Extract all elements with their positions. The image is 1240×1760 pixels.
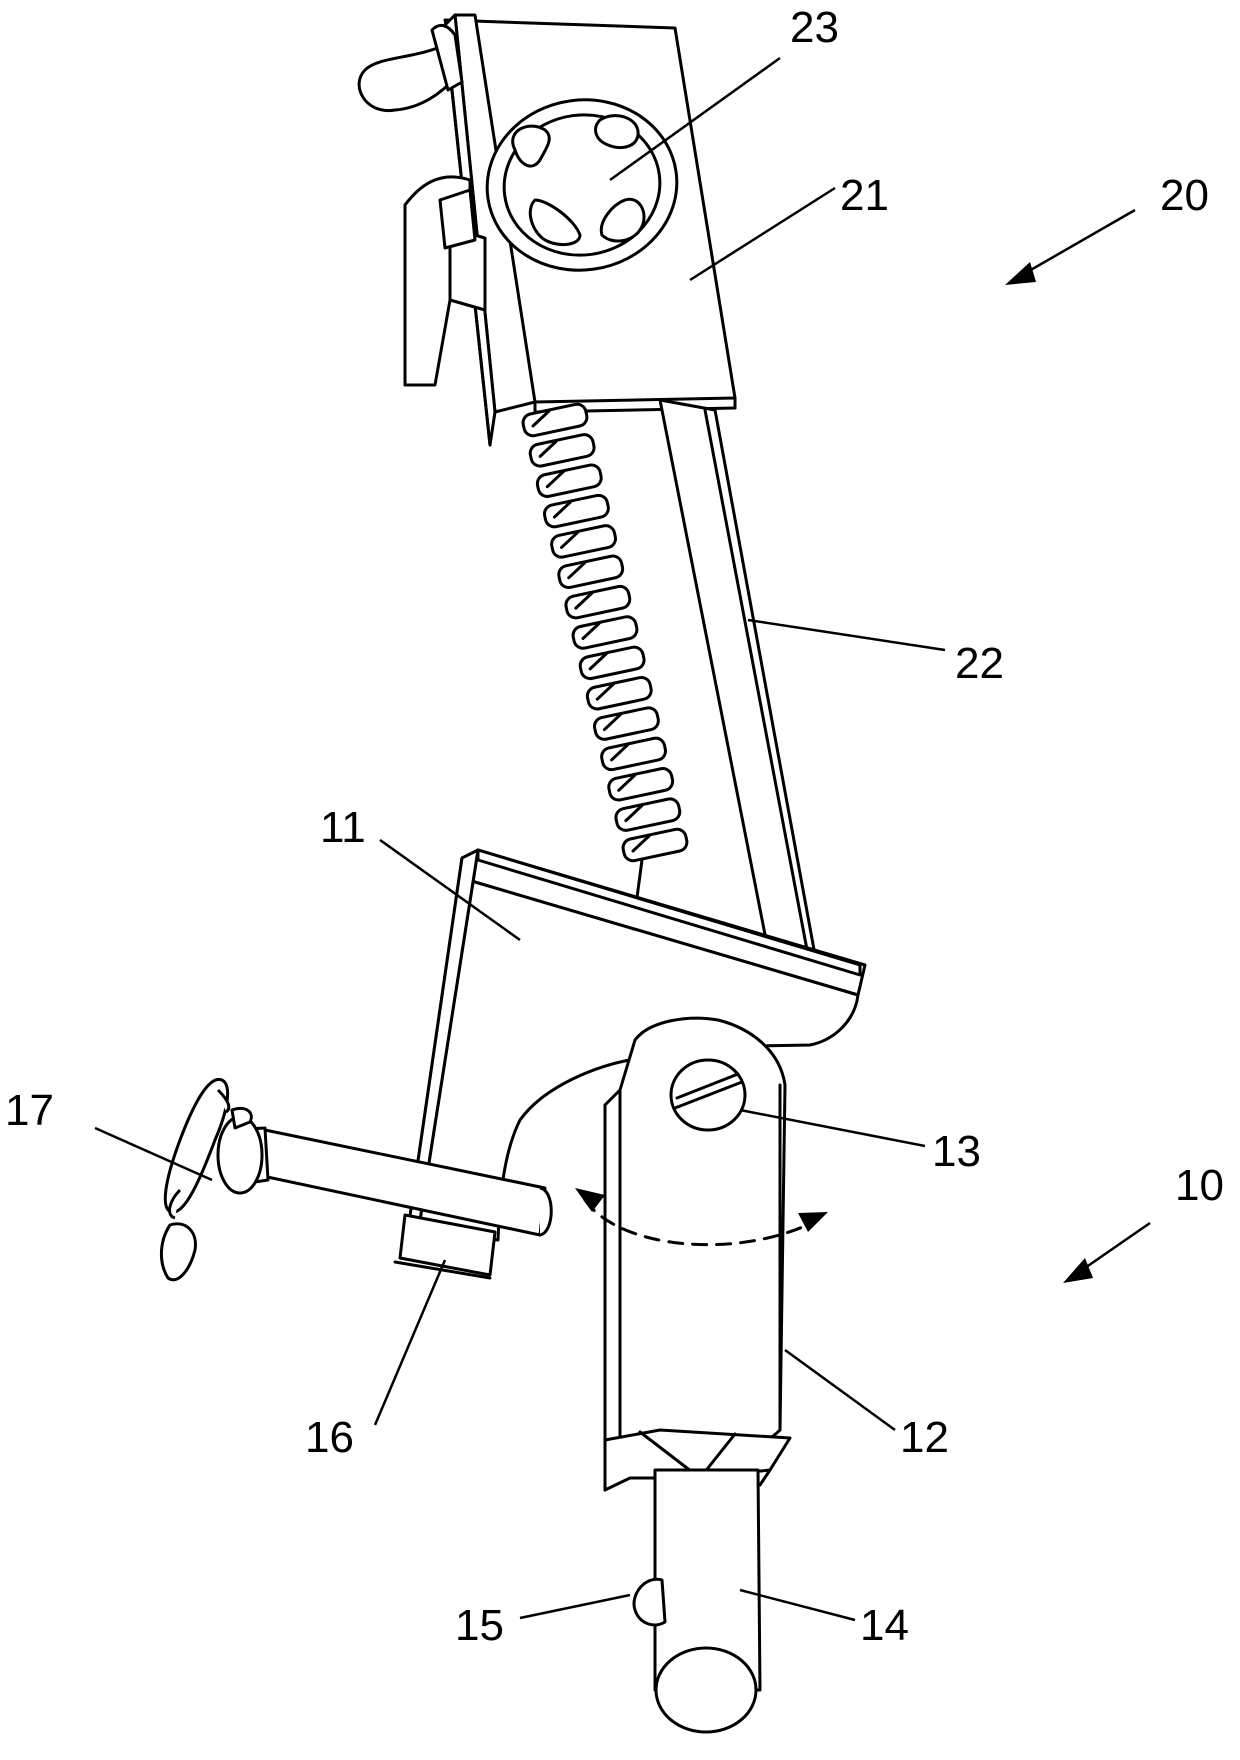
spring-coil — [543, 494, 610, 529]
label-10: 10 — [1175, 1161, 1224, 1210]
pivot-screw-13 — [671, 1060, 745, 1130]
label-12: 12 — [900, 1413, 949, 1462]
arrow-10 — [1063, 1223, 1150, 1283]
spring-coil — [557, 554, 624, 589]
spring-coil — [600, 737, 667, 772]
label-21: 21 — [840, 171, 889, 220]
spring-coil — [607, 767, 674, 802]
label-11: 11 — [320, 803, 366, 852]
spring-coil — [621, 828, 688, 863]
label-23: 23 — [790, 3, 839, 52]
spring-coil — [586, 676, 653, 711]
spring-coil — [571, 615, 638, 650]
label-14: 14 — [860, 1601, 909, 1650]
label-15: 15 — [455, 1601, 504, 1650]
rod-14 — [634, 1470, 760, 1732]
spring — [521, 403, 688, 863]
label-16: 16 — [305, 1413, 354, 1462]
spring-coil — [579, 645, 646, 680]
spring-coil — [529, 433, 596, 468]
spring-coil — [521, 403, 588, 438]
spring-coil — [593, 706, 660, 741]
label-13: 13 — [932, 1127, 981, 1176]
arm-22 — [660, 400, 815, 960]
spring-coil — [564, 585, 631, 620]
spring-coil — [550, 524, 617, 559]
arrow-20 — [1005, 210, 1135, 285]
label-22: 22 — [955, 639, 1004, 688]
spring-coil — [614, 797, 681, 832]
label-17: 17 — [5, 1086, 54, 1135]
spring-coil — [536, 463, 603, 498]
label-20: 20 — [1160, 171, 1209, 220]
